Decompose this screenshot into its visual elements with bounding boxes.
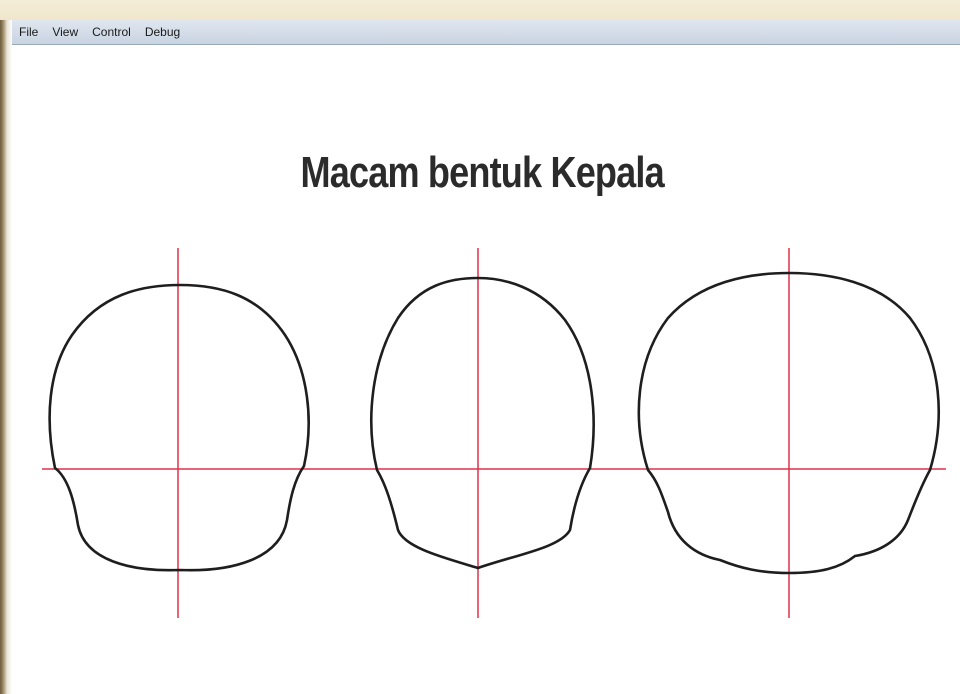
head-outline-round [50, 285, 309, 570]
head-outline-oval [371, 278, 593, 568]
